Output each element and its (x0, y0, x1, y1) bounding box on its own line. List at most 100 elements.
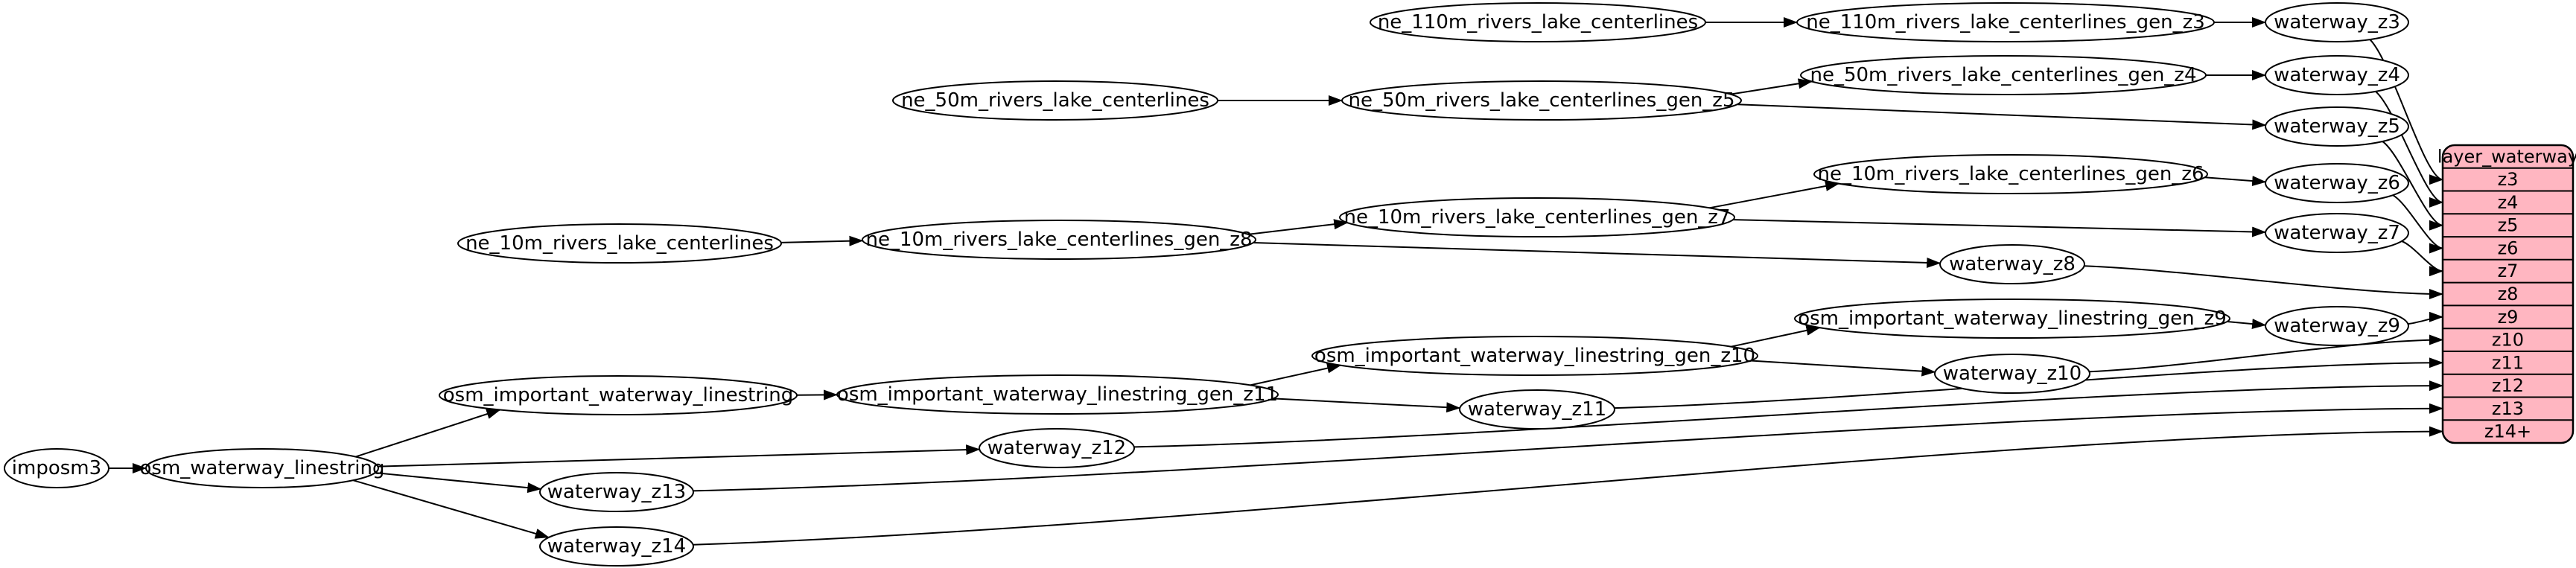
node-label-ne_10m_rivers_lake_centerlines: ne_10m_rivers_lake_centerlines (465, 232, 774, 255)
edge-osm_waterway_linestring-to-waterway_z14 (352, 479, 550, 539)
edge-osm_waterway_linestring-to-waterway_z12 (378, 444, 981, 468)
node-ne_50m_rivers_lake_centerlines: ne_50m_rivers_lake_centerlines (892, 80, 1218, 121)
node-ne_50m_rivers_lake_centerlines_gen_z5: ne_50m_rivers_lake_centerlines_gen_z5 (1341, 80, 1742, 121)
layer-waterway-row-z14plus: z14+ (2484, 421, 2531, 442)
node-label-waterway_z7: waterway_z7 (2274, 222, 2400, 244)
node-ellipse-osm_important_waterway_linestring_gen_z11 (836, 374, 1279, 415)
node-osm_important_waterway_linestring: osm_important_waterway_linestring (439, 375, 798, 415)
node-label-ne_50m_rivers_lake_centerlines_gen_z5: ne_50m_rivers_lake_centerlines_gen_z5 (1349, 89, 1735, 112)
node-label-waterway_z5: waterway_z5 (2274, 115, 2400, 138)
layer-waterway-row-z7: z7 (2498, 261, 2519, 281)
node-label-ne_50m_rivers_lake_centerlines_gen_z4: ne_50m_rivers_lake_centerlines_gen_z4 (1810, 64, 2197, 86)
edge-waterway_z14-to-layer_waterway-z14+ (693, 426, 2443, 546)
node-osm_important_waterway_linestring_gen_z9: osm_important_waterway_linestring_gen_z9 (1794, 299, 2230, 339)
edge-osm_important_waterway_linestring_gen_z11-to-osm_important_waterway_linestring_gen_z10 (1250, 363, 1342, 386)
edge-waterway_z3-to-layer_waterway-z3 (2369, 39, 2443, 185)
layer-waterway-row-z3: z3 (2498, 169, 2519, 190)
edge-waterway_z8-to-layer_waterway-z8 (2084, 265, 2443, 299)
edge-ne_10m_rivers_lake_centerlines_gen_z7-to-ne_10m_rivers_lake_centerlines_gen_z6 (1709, 181, 1840, 209)
node-osm_important_waterway_linestring_gen_z11: osm_important_waterway_linestring_gen_z1… (836, 374, 1279, 415)
node-ellipse-ne_110m_rivers_lake_centerlines_gen_z3 (1796, 2, 2215, 42)
edge-osm_waterway_linestring-to-osm_important_waterway_linestring (355, 409, 501, 458)
edge-ne_10m_rivers_lake_centerlines-to-ne_10m_rivers_lake_centerlines_gen_z8 (780, 235, 864, 246)
node-waterway_z11: waterway_z11 (1459, 389, 1615, 430)
node-waterway_z6: waterway_z6 (2265, 163, 2409, 203)
edge-waterway_z4-to-layer_waterway-z4 (2375, 91, 2443, 208)
node-ellipse-ne_10m_rivers_lake_centerlines_gen_z7 (1339, 197, 1735, 237)
node-label-osm_important_waterway_linestring_gen_z9: osm_important_waterway_linestring_gen_z9 (1798, 307, 2227, 330)
node-ellipse-waterway_z5 (2265, 106, 2409, 147)
node-ellipse-osm_important_waterway_linestring (439, 375, 798, 415)
node-label-ne_50m_rivers_lake_centerlines: ne_50m_rivers_lake_centerlines (901, 89, 1209, 112)
node-ne_10m_rivers_lake_centerlines_gen_z6: ne_10m_rivers_lake_centerlines_gen_z6 (1813, 154, 2208, 194)
node-label-waterway_z4: waterway_z4 (2274, 64, 2400, 86)
node-ne_10m_rivers_lake_centerlines_gen_z8: ne_10m_rivers_lake_centerlines_gen_z8 (862, 220, 1256, 260)
edge-ne_50m_rivers_lake_centerlines_gen_z5-to-waterway_z5 (1737, 103, 2267, 130)
node-ellipse-waterway_z9 (2265, 306, 2409, 346)
node-label-ne_110m_rivers_lake_centerlines: ne_110m_rivers_lake_centerlines (1378, 11, 1698, 33)
node-ne_10m_rivers_lake_centerlines: ne_10m_rivers_lake_centerlines (457, 223, 782, 264)
node-label-osm_important_waterway_linestring_gen_z11: osm_important_waterway_linestring_gen_z1… (837, 383, 1278, 406)
layer-waterway-row-z8: z8 (2498, 284, 2519, 304)
node-label-osm_waterway_linestring: osm_waterway_linestring (140, 457, 385, 479)
node-ellipse-ne_50m_rivers_lake_centerlines_gen_z5 (1341, 80, 1742, 121)
node-label-waterway_z9: waterway_z9 (2274, 315, 2400, 337)
node-label-osm_important_waterway_linestring_gen_z10: osm_important_waterway_linestring_gen_z1… (1314, 345, 1755, 367)
node-osm_important_waterway_linestring_gen_z10: osm_important_waterway_linestring_gen_z1… (1311, 336, 1758, 376)
node-ellipse-ne_10m_rivers_lake_centerlines_gen_z6 (1813, 154, 2208, 194)
node-ellipse-imposm3 (4, 448, 109, 488)
node-ellipse-osm_waterway_linestring (145, 448, 379, 488)
layer-waterway-title: layer_waterway (2437, 146, 2576, 167)
nodes-layer: imposm3 osm_waterway_linestring ne_110m_ri… (4, 2, 2409, 567)
node-label-imposm3: imposm3 (12, 457, 101, 479)
edge-ne_10m_rivers_lake_centerlines_gen_z6-to-waterway_z6 (2204, 176, 2267, 187)
node-label-ne_110m_rivers_lake_centerlines_gen_z3: ne_110m_rivers_lake_centerlines_gen_z3 (1806, 11, 2205, 33)
node-waterway_z3: waterway_z3 (2265, 2, 2409, 42)
node-ellipse-waterway_z11 (1459, 389, 1615, 430)
node-ne_110m_rivers_lake_centerlines: ne_110m_rivers_lake_centerlines (1370, 2, 1706, 42)
edge-ne_10m_rivers_lake_centerlines_gen_z8-to-ne_10m_rivers_lake_centerlines_gen_z7 (1247, 219, 1349, 235)
node-imposm3: imposm3 (4, 448, 109, 488)
node-ellipse-ne_10m_rivers_lake_centerlines (457, 223, 782, 264)
node-label-waterway_z13: waterway_z13 (547, 481, 686, 503)
node-ellipse-waterway_z14 (539, 526, 694, 567)
node-ellipse-waterway_z7 (2265, 213, 2409, 253)
node-label-waterway_z8: waterway_z8 (1949, 253, 2076, 275)
edge-osm_important_waterway_linestring_gen_z11-to-waterway_z11 (1273, 398, 1461, 413)
edge-osm_important_waterway_linestring_gen_z10-to-waterway_z10 (1750, 360, 1936, 377)
node-ellipse-waterway_z10 (1934, 354, 2090, 394)
node-label-ne_10m_rivers_lake_centerlines_gen_z8: ne_10m_rivers_lake_centerlines_gen_z8 (866, 229, 1253, 251)
node-label-waterway_z14: waterway_z14 (547, 535, 686, 558)
node-waterway_z4: waterway_z4 (2265, 55, 2409, 95)
edge-waterway_z7-to-layer_waterway-z7 (2401, 240, 2443, 277)
node-label-waterway_z6: waterway_z6 (2274, 172, 2400, 194)
node-ne_50m_rivers_lake_centerlines_gen_z4: ne_50m_rivers_lake_centerlines_gen_z4 (1800, 55, 2207, 95)
edge-waterway_z9-to-layer_waterway-z9 (2408, 311, 2443, 325)
node-waterway_z12: waterway_z12 (979, 428, 1135, 468)
node-label-ne_10m_rivers_lake_centerlines_gen_z7: ne_10m_rivers_lake_centerlines_gen_z7 (1344, 206, 1731, 229)
layer-waterway-box (2441, 144, 2575, 444)
layer-waterway-row-z9: z9 (2498, 307, 2519, 328)
node-ellipse-waterway_z13 (539, 472, 694, 512)
node-ellipse-osm_important_waterway_linestring_gen_z9 (1794, 299, 2230, 339)
edge-waterway_z13-to-layer_waterway-z13 (693, 403, 2443, 492)
node-ellipse-waterway_z3 (2265, 2, 2409, 42)
edge-waterway_z5-to-layer_waterway-z5 (2382, 141, 2443, 231)
layer-waterway-row-z10: z10 (2492, 330, 2524, 351)
layer-waterway-row-z12: z12 (2492, 375, 2524, 396)
node-ellipse-ne_50m_rivers_lake_centerlines_gen_z4 (1800, 55, 2207, 95)
node-waterway_z13: waterway_z13 (539, 472, 694, 512)
layer-waterway-row-z11: z11 (2492, 352, 2524, 373)
node-label-waterway_z10: waterway_z10 (1943, 363, 2082, 385)
node-waterway_z8: waterway_z8 (1939, 244, 2085, 284)
edge-ne_50m_rivers_lake_centerlines_gen_z5-to-ne_50m_rivers_lake_centerlines_gen_z4 (1730, 78, 1813, 95)
edge-waterway_z12-to-layer_waterway-z12 (1133, 380, 2443, 448)
node-waterway_z10: waterway_z10 (1934, 354, 2090, 394)
node-waterway_z5: waterway_z5 (2265, 106, 2409, 147)
node-label-ne_10m_rivers_lake_centerlines_gen_z6: ne_10m_rivers_lake_centerlines_gen_z6 (1818, 163, 2204, 185)
node-osm_waterway_linestring: osm_waterway_linestring (140, 448, 385, 488)
node-ellipse-waterway_z6 (2265, 163, 2409, 203)
